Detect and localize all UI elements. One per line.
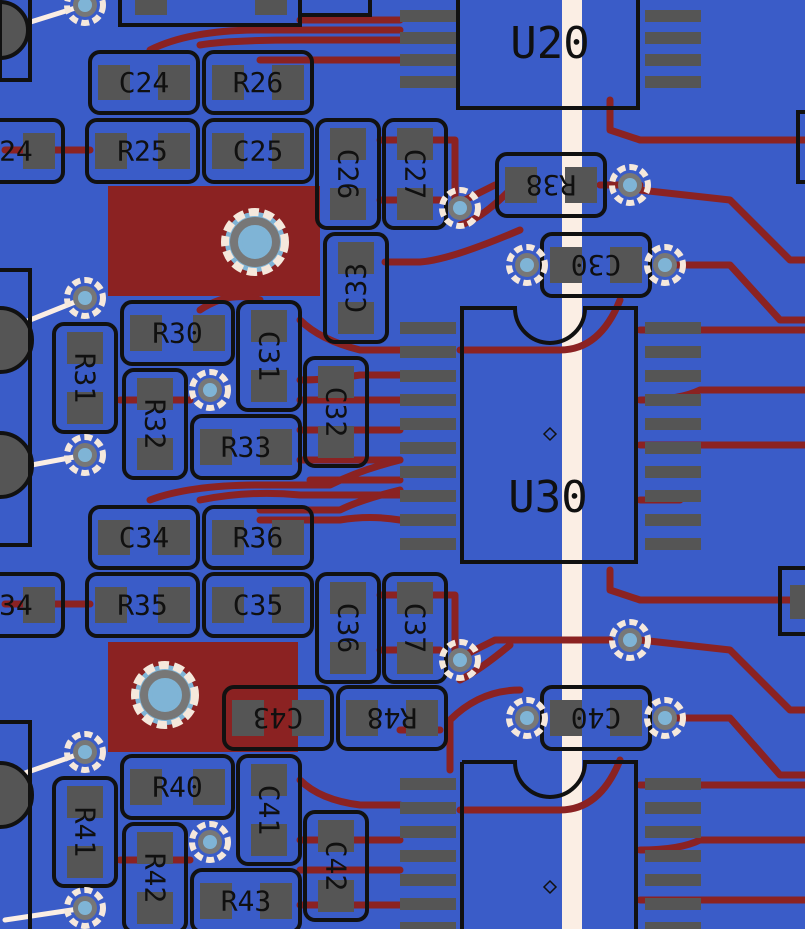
r42-label: R42: [139, 853, 172, 904]
via: [609, 619, 651, 661]
via: [439, 639, 481, 681]
via: [506, 697, 548, 739]
c27-label: C27: [399, 149, 432, 200]
c25-label: C25: [233, 135, 284, 168]
c32-component: C32: [303, 356, 369, 468]
c32-label: C32: [320, 387, 353, 438]
r40-component: R40: [120, 754, 235, 820]
right-edge-pads: [790, 585, 805, 619]
r38-label: R38: [526, 169, 577, 202]
r26-component: R26: [202, 50, 314, 115]
r43-label: R43: [221, 885, 272, 918]
r33-label: R33: [221, 431, 272, 464]
r24-component: R24: [0, 118, 65, 184]
u40-chip: [400, 760, 701, 929]
c43-label: C43: [253, 702, 304, 735]
c34-label: C34: [119, 521, 170, 554]
copper-fills: [108, 186, 320, 752]
u30-chip: U30: [400, 306, 701, 564]
r32-component: R32: [122, 368, 188, 480]
right-edge-parts: [778, 110, 805, 636]
r48-label: R48: [367, 702, 418, 735]
via: [64, 887, 106, 929]
via: [506, 244, 548, 286]
c31-component: C31: [236, 300, 302, 412]
c33-component: C33: [323, 232, 389, 344]
c35-label: C35: [233, 589, 284, 622]
c33-label: C33: [340, 263, 373, 314]
via: [189, 369, 231, 411]
via: [64, 0, 106, 26]
r33-component: R33: [190, 414, 302, 480]
u20-chip: U20: [400, 0, 701, 110]
r41-component: R41: [52, 776, 118, 888]
r41-label: R41: [69, 807, 102, 858]
c42-label: C42: [320, 841, 353, 892]
via: [189, 821, 231, 863]
vias: [64, 0, 686, 929]
r31-label: R31: [69, 353, 102, 404]
c27-component: C27: [382, 118, 448, 230]
r48-component: R48: [336, 685, 448, 751]
via: [64, 731, 106, 773]
c40-label: C40: [571, 702, 622, 735]
via: [609, 164, 651, 206]
r32-label: R32: [139, 399, 172, 450]
r26-label: R26: [233, 66, 284, 99]
c40-component: C40: [540, 685, 652, 751]
c30-component: C30: [540, 232, 652, 298]
via: [64, 277, 106, 319]
r36-label: R36: [233, 521, 284, 554]
r42-component: R42: [122, 822, 188, 929]
c36-label: C36: [332, 603, 365, 654]
c37-component: C37: [382, 572, 448, 684]
c41-component: C41: [236, 754, 302, 866]
r36-component: R36: [202, 505, 314, 570]
r30-component: R30: [120, 300, 235, 366]
via: [644, 697, 686, 739]
r31-component: R31: [52, 322, 118, 434]
c26-label: C26: [332, 149, 365, 200]
c41-label: C41: [253, 785, 286, 836]
r24-label: R24: [0, 135, 33, 168]
c24-component: C24: [88, 50, 200, 115]
mounting-holes: [131, 208, 289, 729]
c25-component: C25: [202, 118, 314, 184]
r25-label: R25: [117, 135, 168, 168]
c30-label: C30: [571, 249, 622, 282]
edge-outlines: [0, 0, 32, 929]
u20-label: U20: [510, 18, 589, 69]
r38-component: R38: [495, 152, 607, 218]
c36-component: C36: [315, 572, 381, 684]
c42-component: C42: [303, 810, 369, 922]
c24-label: C24: [119, 66, 170, 99]
r34-label: R34: [0, 589, 33, 622]
c31-label: C31: [253, 331, 286, 382]
top-partial-parts: [118, 0, 372, 27]
r43-component: R43: [190, 868, 302, 929]
r35-label: R35: [117, 589, 168, 622]
via: [644, 244, 686, 286]
c26-component: C26: [315, 118, 381, 230]
u30-label: U30: [508, 472, 587, 523]
r30-label: R30: [152, 317, 203, 350]
via: [64, 434, 106, 476]
r34-component: R34: [0, 572, 65, 638]
c43-component: C43: [222, 685, 334, 751]
c35-component: C35: [202, 572, 314, 638]
via: [439, 187, 481, 229]
r35-component: R35: [85, 572, 200, 638]
c37-label: C37: [399, 603, 432, 654]
top-partial-pads: [135, 0, 287, 15]
c34-component: C34: [88, 505, 200, 570]
r25-component: R25: [85, 118, 200, 184]
r40-label: R40: [152, 771, 203, 804]
